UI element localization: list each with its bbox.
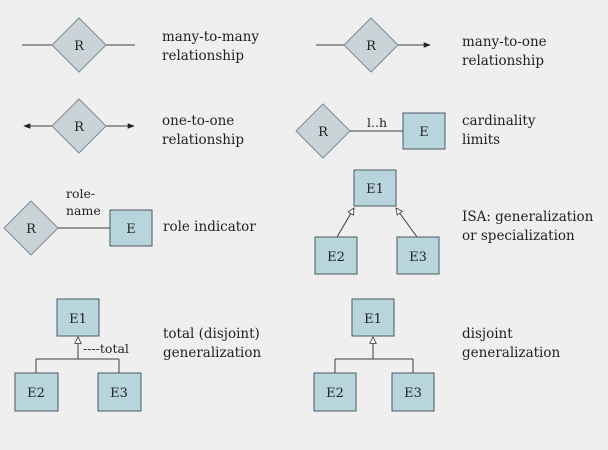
total-generalization-line1: total (disjoint)	[163, 326, 260, 342]
many-to-many-line2: relationship	[162, 48, 244, 64]
cardinality-limits-line1: cardinality	[462, 113, 536, 129]
subclass-text: E2	[27, 386, 45, 401]
subclass-entity-box	[391, 372, 435, 412]
superclass-text: E1	[366, 182, 384, 197]
disjoint-generalization-line1: disjoint	[462, 326, 513, 342]
relationship-diamond	[295, 103, 351, 159]
superclass-entity-box	[56, 298, 100, 337]
subclass-entity-box	[314, 236, 358, 275]
subclass-text: E3	[409, 250, 427, 265]
many-to-one-description: many-to-one relationship	[462, 33, 547, 71]
total-label: ----total	[83, 341, 129, 356]
subclass-entity-box	[14, 372, 59, 412]
superclass-text: E1	[364, 312, 382, 327]
role-indicator-symbol: R role- name E	[3, 186, 153, 256]
subclass-text: E3	[110, 386, 128, 401]
many-to-many-line1: many-to-many	[162, 29, 260, 45]
relationship-diamond	[343, 17, 399, 73]
many-to-many-description: many-to-many relationship	[162, 28, 259, 66]
isa-line1: ISA: generalization	[462, 209, 594, 225]
one-to-one-symbol: R	[23, 98, 135, 154]
disjoint-generalization-symbol: E1 E2 E3	[313, 298, 435, 412]
total-generalization-symbol: E1 ----total E2 E3	[14, 298, 142, 412]
many-to-one-line1: many-to-one	[462, 34, 547, 50]
role-name-label-line2: name	[66, 203, 101, 218]
entity-symbol-text: E	[419, 125, 429, 140]
one-to-one-line2: relationship	[162, 132, 244, 148]
isa-line2: or specialization	[462, 228, 575, 244]
subclass-text: E2	[326, 386, 344, 401]
one-to-one-description: one-to-one relationship	[162, 112, 244, 150]
subclass-entity-box	[396, 236, 440, 275]
isa-symbol: E1 E2 E3	[314, 169, 440, 275]
relationship-symbol-text: R	[74, 120, 85, 135]
entity-symbol-text: E	[126, 222, 136, 237]
many-to-one-symbol: R	[316, 17, 431, 73]
relationship-diamond	[51, 17, 107, 73]
entity-box	[402, 112, 446, 150]
entity-box	[109, 209, 153, 247]
disjoint-generalization-line2: generalization	[462, 345, 561, 361]
total-generalization-line2: generalization	[163, 345, 262, 361]
cardinality-limits-symbol: R l..h E	[295, 103, 446, 159]
cardinality-limits-line2: limits	[462, 132, 501, 148]
one-to-one-line1: one-to-one	[162, 113, 235, 129]
relationship-diamond	[3, 200, 59, 256]
cardinality-limits-description: cardinality limits	[462, 112, 535, 150]
many-to-one-line2: relationship	[462, 53, 544, 69]
superclass-text: E1	[69, 312, 87, 327]
subclass-text: E2	[327, 250, 345, 265]
role-indicator-description: role indicator	[163, 218, 256, 237]
relationship-symbol-text: R	[318, 125, 329, 140]
subclass-text: E3	[404, 386, 422, 401]
subclass-entity-box	[313, 372, 357, 412]
superclass-entity-box	[351, 298, 395, 337]
superclass-entity-box	[353, 169, 397, 207]
role-indicator-line1: role indicator	[163, 219, 256, 235]
relationship-symbol-text: R	[74, 39, 85, 54]
cardinality-range-label: l..h	[367, 115, 387, 130]
relationship-diamond	[51, 98, 107, 154]
disjoint-generalization-description: disjoint generalization	[462, 325, 560, 363]
relationship-symbol-text: R	[366, 39, 377, 54]
isa-description: ISA: generalization or specialization	[462, 208, 593, 246]
total-generalization-description: total (disjoint) generalization	[163, 325, 261, 363]
role-name-label-line1: role-	[66, 186, 95, 201]
relationship-symbol-text: R	[26, 222, 37, 237]
many-to-many-symbol: R	[22, 17, 135, 73]
subclass-entity-box	[97, 372, 142, 412]
